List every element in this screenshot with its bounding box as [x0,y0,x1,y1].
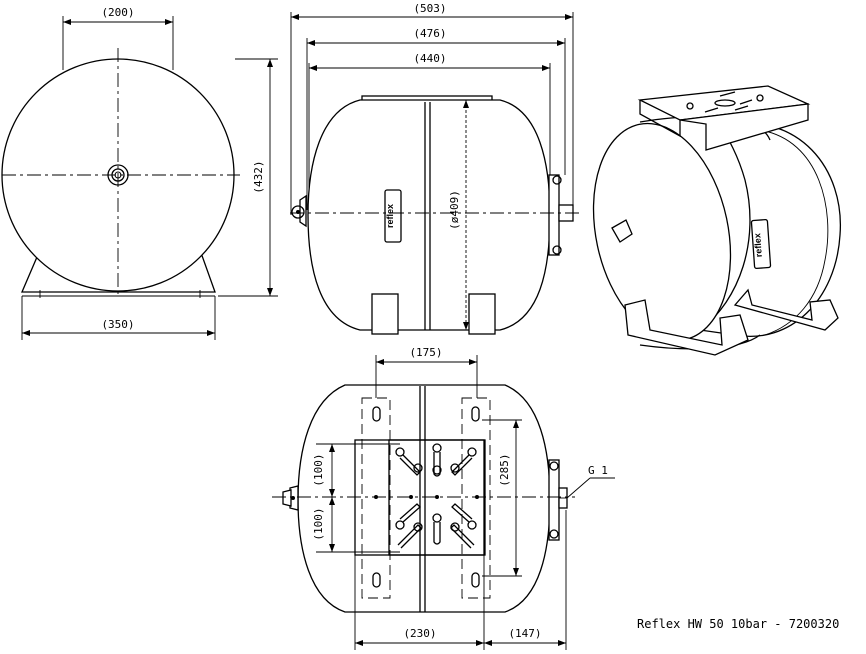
dim-side-body-width: (476) [413,27,446,40]
top-connection-right-icon [548,459,568,541]
side-view: reflex (503) (476) (440) [290,2,580,335]
top-vessel-shell [297,384,551,613]
top-fitting-left-icon [282,485,299,511]
iso-fitting-icon [611,219,633,243]
side-vessel-shell [307,99,551,331]
dim-top-connection-offset: (147) [508,627,541,640]
foot-slots [372,406,480,588]
dim-front-height: (432) [252,160,265,193]
iso-brand-label: reflex [752,233,764,258]
dim-top-foot-length: (285) [498,453,511,486]
dim-top-hole-lower: (100) [312,507,325,540]
dim-top-foot-spacing: (175) [409,346,442,359]
connection-fitting-icon [107,164,129,186]
dim-side-diameter: (ø409) [448,190,461,230]
connection-label: G 1 [588,464,608,477]
dim-top-base-width: (230) [403,627,436,640]
keyhole-slots [395,443,477,549]
front-view: (200) (432) (350) [1,6,278,340]
dim-front-foot-width: (350) [101,318,134,331]
top-view: (175) (100) (100) (285) (230) (147) G 1 [272,346,615,650]
dim-side-shell-width: (440) [413,52,446,65]
drawing-title: Reflex HW 50 10bar - 7200320 [637,617,839,631]
brand-plate [384,189,402,243]
side-fitting-left-icon [291,194,307,228]
isometric-view: reflex [592,85,841,356]
brand-label: reflex [385,204,395,228]
dim-top-hole-upper: (100) [312,453,325,486]
dim-front-bracket-width: (200) [101,6,134,19]
side-connection-right-icon [548,174,574,256]
dim-side-overall-width: (503) [413,2,446,15]
